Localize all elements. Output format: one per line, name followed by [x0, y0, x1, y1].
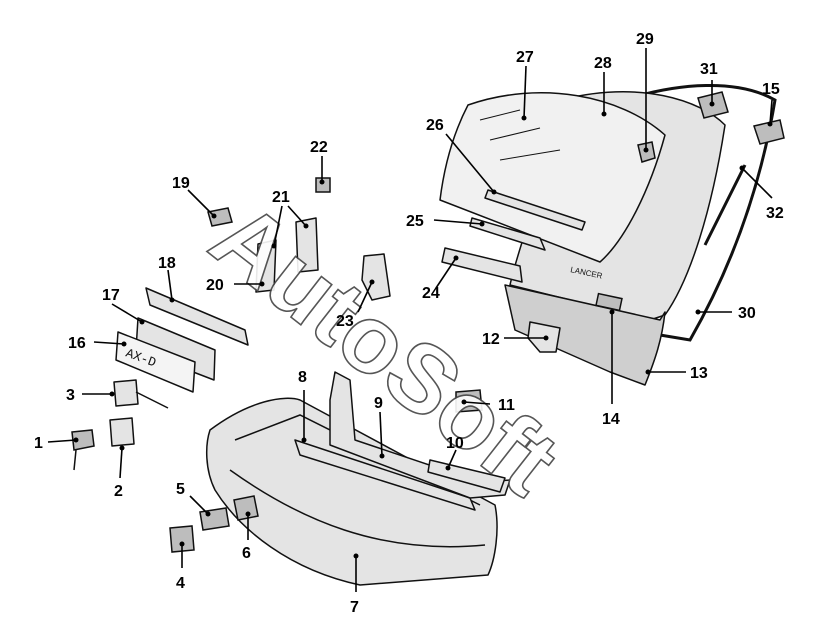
tailgate-weatherstrip: [611, 84, 777, 342]
bumper-reinforcement: [294, 439, 476, 511]
callout-15: 15: [762, 81, 780, 98]
callout-1: 1: [34, 435, 43, 452]
callout-23: 23: [336, 313, 354, 330]
callout-32: 32: [766, 205, 784, 222]
callout-13: 13: [690, 365, 708, 382]
callout-11: 11: [498, 397, 515, 414]
callout-12: 12: [482, 331, 500, 348]
callout-14: 14: [602, 411, 620, 428]
lock-actuator: [113, 379, 139, 407]
tailgate-stopper: [455, 389, 483, 413]
bumper-side-bracket: [233, 495, 259, 521]
key-cylinder: [71, 429, 95, 451]
callout-16: 16: [68, 335, 86, 352]
callout-21: 21: [272, 189, 290, 206]
tailgate-lower-panel: [504, 284, 666, 386]
callout-27: 27: [516, 49, 534, 66]
callout-10: 10: [446, 435, 464, 452]
license-lamp: [595, 292, 623, 312]
callout-25: 25: [406, 213, 424, 230]
callout-20: 20: [206, 277, 224, 294]
wiper-arm: [484, 189, 586, 231]
combination-lamp-right: [295, 217, 319, 273]
callout-30: 30: [738, 305, 756, 322]
callout-9: 9: [374, 395, 383, 412]
callout-labels: 1 2 3 4 5 6 7 8 9 10 11 12 13 14 15 16 1…: [34, 31, 784, 616]
callout-18: 18: [158, 255, 176, 272]
rear-bumper-cover: [205, 397, 498, 586]
glass-reflection-lines: [479, 109, 561, 161]
callout-19: 19: [172, 175, 190, 192]
callout-7: 7: [350, 599, 359, 616]
callout-31: 31: [700, 61, 718, 78]
callout-4: 4: [176, 575, 185, 592]
callout-22: 22: [310, 139, 328, 156]
rear-window-glass: [439, 92, 666, 263]
grommet: [315, 177, 331, 193]
license-lamp-lens: [207, 207, 233, 227]
callout-2: 2: [114, 483, 123, 500]
gas-strut: [703, 164, 747, 246]
callout-28: 28: [594, 55, 612, 72]
lock-latch: [109, 417, 135, 447]
lock-rod: [135, 391, 169, 409]
callout-29: 29: [636, 31, 654, 48]
key-blade: [73, 449, 77, 471]
callout-17: 17: [102, 287, 120, 304]
leader-lines: [47, 48, 773, 592]
callout-24: 24: [422, 285, 440, 302]
callout-5: 5: [176, 481, 185, 498]
license-plate: [115, 331, 196, 393]
combination-lamp-left: [255, 239, 277, 293]
callout-3: 3: [66, 387, 75, 404]
bumper-molding-line: [229, 469, 486, 548]
tailgate-handle-garnish: [441, 247, 523, 283]
callout-26: 26: [426, 117, 444, 134]
callout-8: 8: [298, 369, 307, 386]
bumper-clip: [169, 525, 195, 553]
callout-6: 6: [242, 545, 251, 562]
